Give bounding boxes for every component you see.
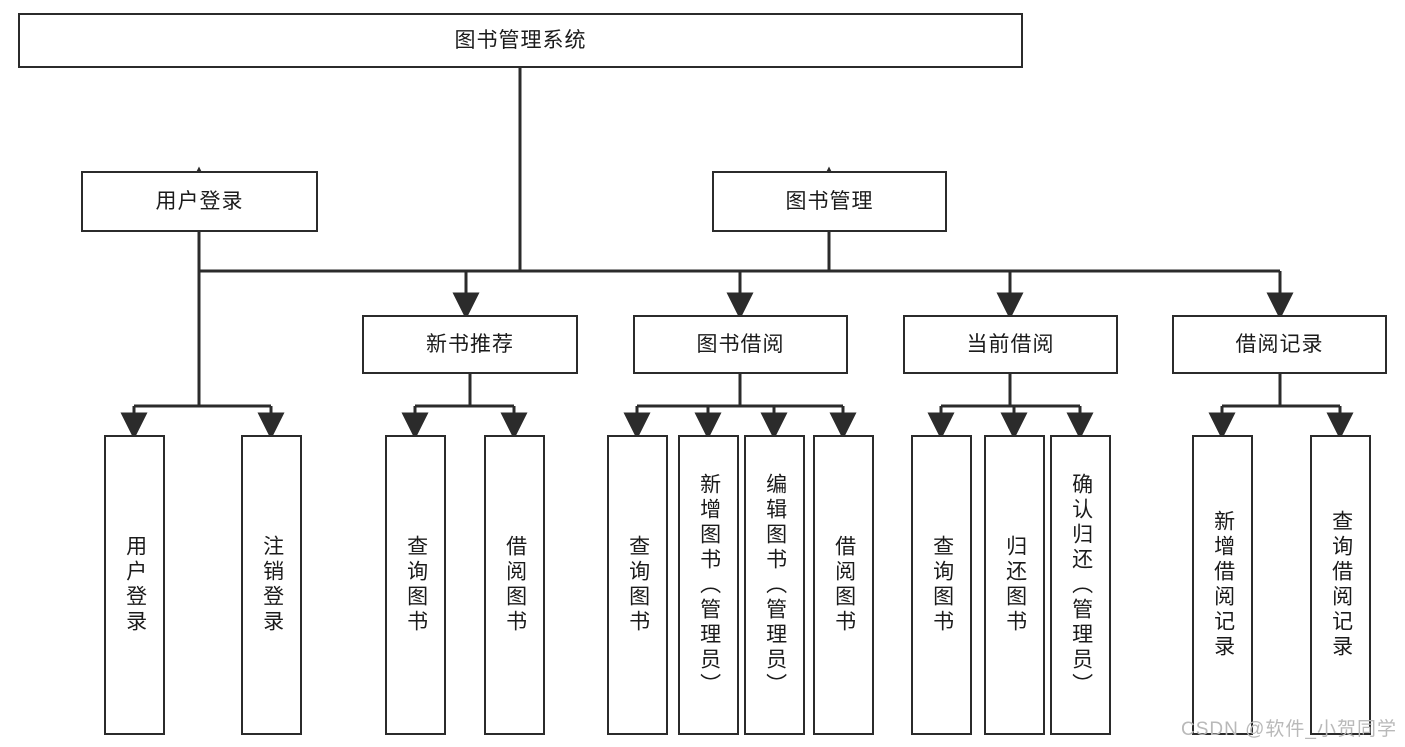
node-leaf-add-book-admin[interactable]: 新增图书（管理员） [678, 435, 739, 735]
node-leaf-query-borrow-record[interactable]: 查询借阅记录 [1310, 435, 1371, 735]
node-leaf-add-borrow-record[interactable]: 新增借阅记录 [1192, 435, 1253, 735]
node-leaf-borrow-book-new[interactable]: 借阅图书 [484, 435, 545, 735]
node-leaf-edit-book-admin-label: 编辑图书（管理员） [763, 472, 787, 698]
node-borrow-record[interactable]: 借阅记录 [1172, 315, 1387, 374]
node-book-management-label: 图书管理 [785, 189, 874, 213]
node-leaf-add-book-admin-label: 新增图书（管理员） [697, 472, 721, 698]
node-leaf-query-borrow-record-label: 查询借阅记录 [1329, 510, 1353, 660]
node-borrow-record-label: 借阅记录 [1235, 332, 1324, 356]
node-leaf-user-logout-label: 注销登录 [260, 535, 284, 635]
node-current-borrow-label: 当前借阅 [966, 332, 1055, 356]
node-leaf-user-login-label: 用户登录 [123, 535, 147, 635]
node-leaf-query-book-current[interactable]: 查询图书 [911, 435, 972, 735]
node-leaf-query-book-borrow-label: 查询图书 [626, 535, 650, 635]
node-leaf-borrow-book-label: 借阅图书 [832, 535, 856, 635]
node-leaf-user-logout[interactable]: 注销登录 [241, 435, 302, 735]
node-root-label: 图书管理系统 [454, 28, 587, 52]
node-new-book-recommend[interactable]: 新书推荐 [362, 315, 578, 374]
node-leaf-query-book-current-label: 查询图书 [930, 535, 954, 635]
node-leaf-edit-book-admin[interactable]: 编辑图书（管理员） [744, 435, 805, 735]
csdn-watermark: CSDN @软件_小贺同学 [1181, 719, 1397, 740]
node-book-borrow-label: 图书借阅 [696, 332, 785, 356]
node-leaf-query-book-borrow[interactable]: 查询图书 [607, 435, 668, 735]
node-leaf-add-borrow-record-label: 新增借阅记录 [1211, 510, 1235, 660]
node-leaf-query-book-new[interactable]: 查询图书 [385, 435, 446, 735]
node-user-login[interactable]: 用户登录 [81, 171, 318, 232]
node-leaf-borrow-book[interactable]: 借阅图书 [813, 435, 874, 735]
node-leaf-confirm-return-admin-label: 确认归还（管理员） [1069, 472, 1093, 698]
node-new-book-recommend-label: 新书推荐 [426, 332, 514, 356]
node-user-login-label: 用户登录 [155, 189, 244, 213]
node-leaf-query-book-new-label: 查询图书 [404, 535, 428, 635]
node-root[interactable]: 图书管理系统 [18, 13, 1023, 68]
node-leaf-return-book[interactable]: 归还图书 [984, 435, 1045, 735]
node-leaf-user-login[interactable]: 用户登录 [104, 435, 165, 735]
node-leaf-borrow-book-new-label: 借阅图书 [503, 535, 527, 635]
node-current-borrow[interactable]: 当前借阅 [903, 315, 1118, 374]
node-book-borrow[interactable]: 图书借阅 [633, 315, 848, 374]
node-book-management[interactable]: 图书管理 [712, 171, 947, 232]
node-leaf-confirm-return-admin[interactable]: 确认归还（管理员） [1050, 435, 1111, 735]
node-leaf-return-book-label: 归还图书 [1003, 535, 1027, 635]
